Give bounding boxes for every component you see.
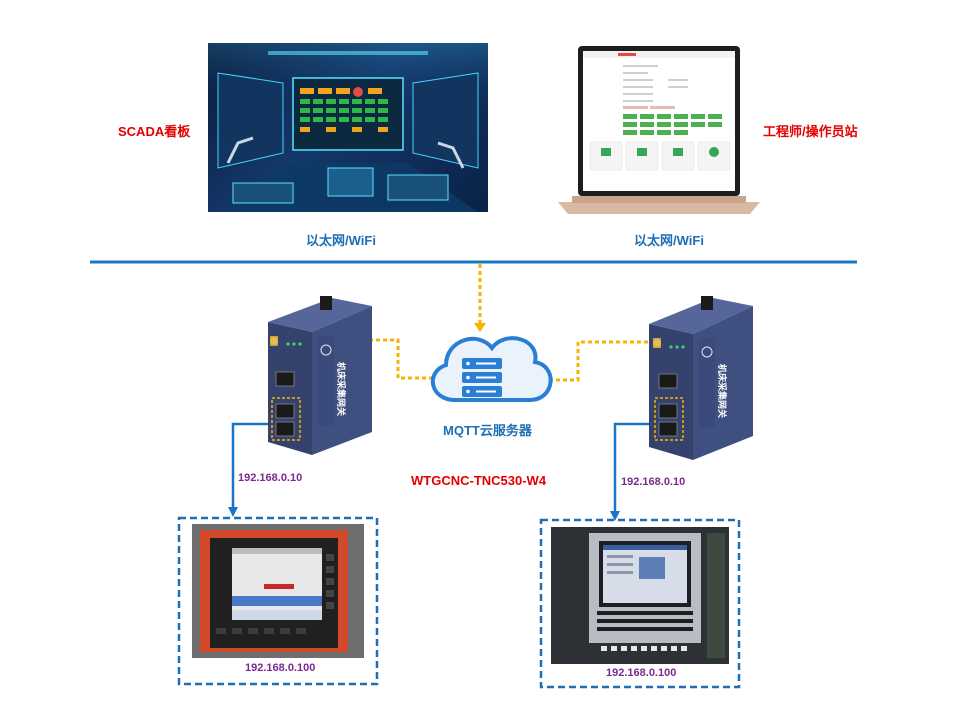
cnc-panel-right-image xyxy=(551,527,729,664)
right-gateway-dashed-link xyxy=(542,340,664,382)
cnc-ip-left: 192.168.0.100 xyxy=(245,662,316,674)
engineer-laptop-image xyxy=(558,40,760,218)
gateway-ip-left: 192.168.0.10 xyxy=(238,472,303,484)
mqtt-cloud-icon xyxy=(430,336,553,402)
scada-label: SCADA看板 xyxy=(118,124,191,139)
mqtt-cloud-label: MQTT云服务器 xyxy=(443,423,532,438)
left-cnc-box xyxy=(177,516,379,686)
engineer-station-label: 工程师/操作员站 xyxy=(763,124,858,139)
right-cnc-box xyxy=(539,518,741,689)
gateway-brand-text: 机床采集网关 xyxy=(717,364,728,418)
ethernet-label-left: 以太网/WiFi xyxy=(306,233,376,248)
model-label: WTGCNC-TNC530-W4 xyxy=(411,473,547,488)
cloud-uplink-arrowhead xyxy=(474,323,486,332)
cnc-ip-right: 192.168.0.100 xyxy=(606,667,677,679)
gateway-device-left: 机床采集网关 xyxy=(262,292,377,457)
gateway-device-right: 机床采集网关 xyxy=(643,292,758,462)
left-cnc-link xyxy=(231,422,277,508)
ethernet-label-right: 以太网/WiFi xyxy=(634,233,704,248)
scada-dashboard-image xyxy=(208,43,488,212)
cnc-panel-left-image xyxy=(192,524,364,658)
gateway-brand-text: 机床采集网关 xyxy=(336,362,347,416)
right-cnc-arrowhead xyxy=(610,511,620,521)
gateway-ip-right: 192.168.0.10 xyxy=(621,476,686,488)
right-cnc-link xyxy=(613,422,657,512)
left-cnc-arrowhead xyxy=(228,507,238,517)
